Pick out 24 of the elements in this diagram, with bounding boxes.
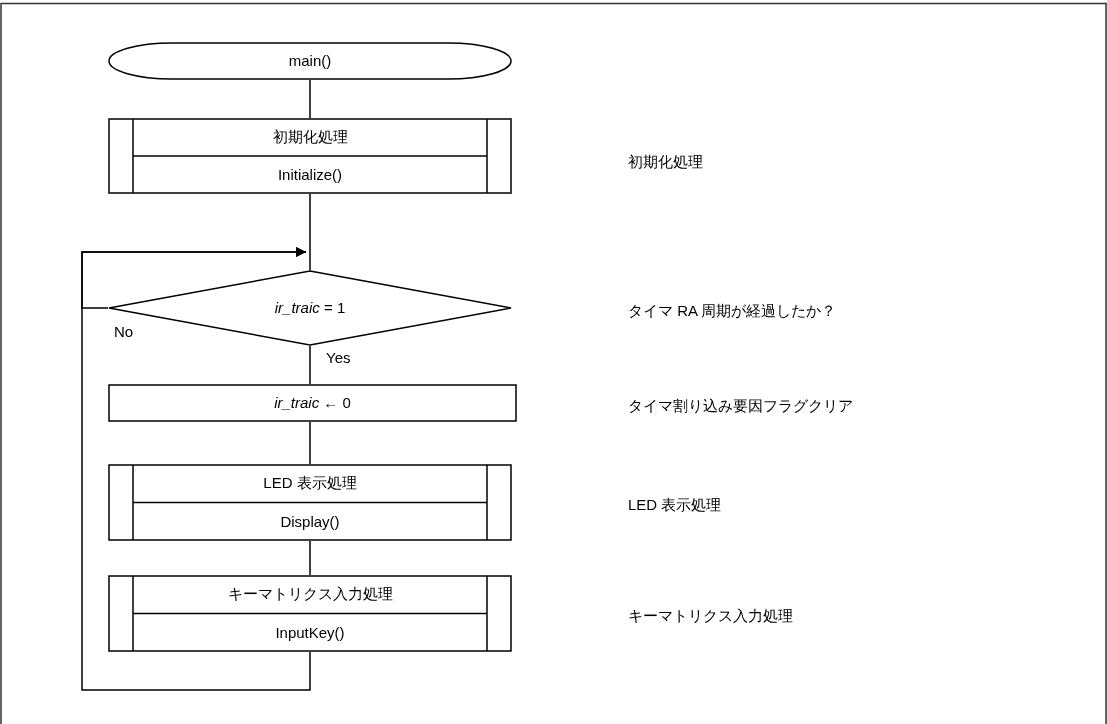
connector xyxy=(309,193,311,271)
decision-diamond xyxy=(108,270,512,346)
node-text: 初期化処理 xyxy=(271,128,349,146)
node-text: Initialize() xyxy=(276,166,344,184)
connector xyxy=(309,421,311,465)
node-text: main() xyxy=(287,52,333,70)
node-text: LED 表示処理 xyxy=(262,474,358,493)
subroutine-box xyxy=(108,575,512,652)
subroutine-box xyxy=(108,118,512,194)
node-text: キーマトリクス入力処理 xyxy=(226,585,394,604)
comment-text: タイマ割り込み要因フラグクリア xyxy=(626,397,855,415)
subroutine-box xyxy=(108,464,512,541)
node-text: ir_traic = 1 xyxy=(273,299,347,317)
connector xyxy=(309,79,311,119)
process-box xyxy=(108,384,517,422)
comment-text: 初期化処理 xyxy=(626,153,705,171)
comment-text: キーマトリクス入力処理 xyxy=(626,607,795,625)
node-text: Display() xyxy=(279,512,341,531)
connector xyxy=(309,345,311,385)
node-text: ir_traic ← 0 xyxy=(273,394,352,412)
node-text: InputKey() xyxy=(274,623,346,642)
comment-text: LED 表示処理 xyxy=(626,496,724,514)
connector xyxy=(309,540,311,576)
connector xyxy=(81,247,307,309)
